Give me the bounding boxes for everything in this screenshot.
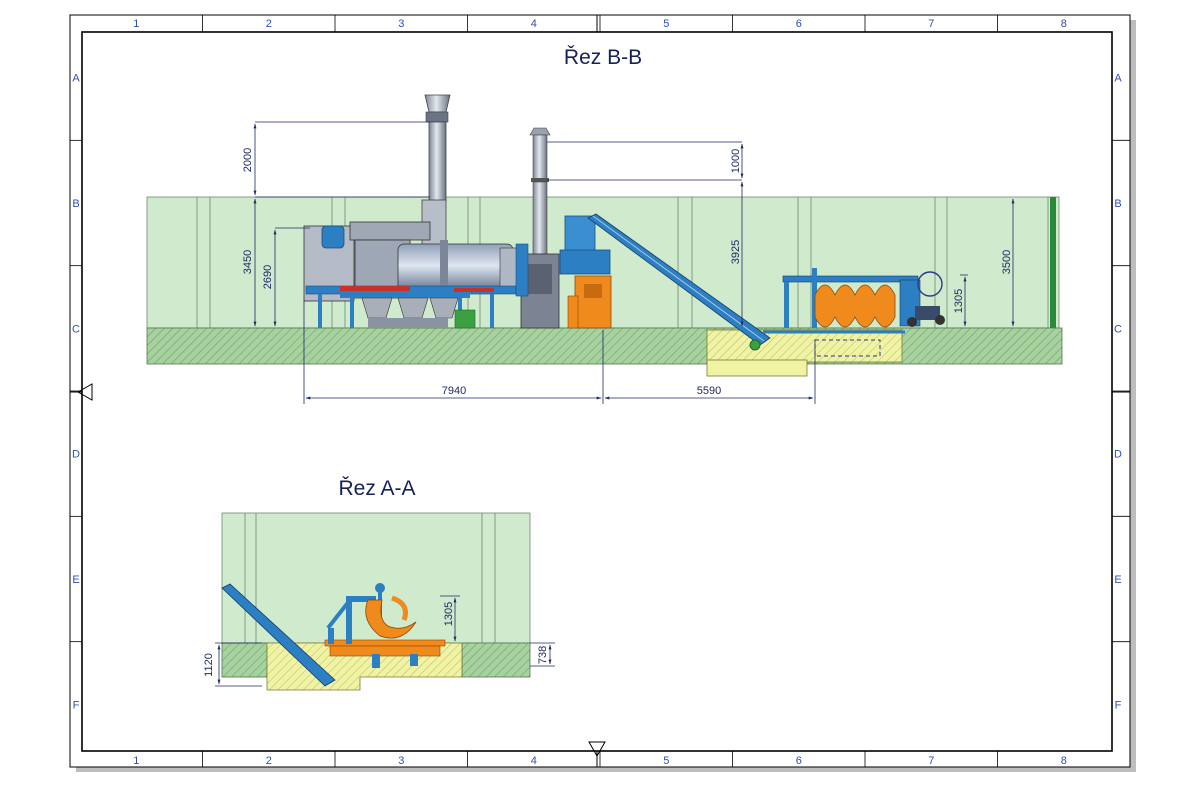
grid-label-right-A: A [1114,73,1122,85]
grid-label-top-1: 1 [133,18,139,30]
grid-label-bottom-3: 3 [398,755,404,767]
grid-label-right-D: D [1114,449,1122,461]
grid-label-top-8: 8 [1061,18,1067,30]
grid-label-right-F: F [1115,699,1122,711]
ground-slab [146,327,1063,365]
section-aa: 1305 1120 738 [203,512,555,691]
dim-wall-height-left: 3450 [242,250,254,274]
dim-pit-depth: 1120 [203,653,215,677]
screw-feeder [763,268,945,334]
cyclone-and-chopper [559,215,612,329]
grid-label-bottom-8: 8 [1061,755,1067,767]
grid-label-right-C: C [1114,323,1122,335]
grid-label-top-2: 2 [266,18,272,30]
dim-dryer-height: 2690 [262,265,274,289]
grid-label-left-E: E [72,574,79,586]
dim-length-right: 5590 [697,385,721,397]
grid-label-bottom-7: 7 [928,755,934,767]
feeder-pit [706,329,903,377]
grid-label-bottom-2: 2 [266,755,272,767]
screw-feeder-aa [324,583,446,668]
dimension-lines-bb [253,121,1015,404]
dim-length-left: 7940 [442,385,466,397]
dim-chimney-above-wall: 2000 [242,148,254,172]
grid-label-top-3: 3 [398,18,404,30]
dim-conveyor-top: 3925 [730,240,742,264]
inclined-conveyor [587,213,771,351]
grid-label-bottom-6: 6 [796,755,802,767]
grid-label-bottom-5: 5 [663,755,669,767]
dryer-plant [303,94,521,329]
dimension-lines-aa [215,595,555,687]
dim-pit-right: 738 [537,646,549,664]
grid-label-right-B: B [1114,198,1121,210]
centering-marks [70,15,1130,767]
grid-label-left-A: A [72,73,80,85]
section-bb-title: Řez B-B [564,46,642,69]
grid-label-top-6: 6 [796,18,802,30]
grid-label-left-F: F [73,699,80,711]
grid-label-top-4: 4 [531,18,537,30]
grid-label-left-C: C [72,323,80,335]
dim-chimney2-above-wall: 1000 [730,149,742,173]
dim-wall-height-right: 3500 [1001,250,1013,274]
grid-label-bottom-4: 4 [531,755,537,767]
wall-end-column [1050,197,1056,328]
inclined-conveyor-aa [221,583,336,687]
section-bb: 2000 3450 2690 1000 3925 3500 1305 7940 … [146,94,1063,404]
furnace-unit [515,127,560,329]
dim-feeder-height: 1305 [953,289,965,313]
grid-label-left-B: B [72,198,79,210]
grid-label-bottom-1: 1 [133,755,139,767]
dim-feeder-height-aa: 1305 [443,602,455,626]
grid-label-top-7: 7 [928,18,934,30]
grid-label-left-D: D [72,449,80,461]
section-aa-title: Řez A-A [338,477,415,500]
grid-label-right-E: E [1114,574,1121,586]
grid-label-top-5: 5 [663,18,669,30]
